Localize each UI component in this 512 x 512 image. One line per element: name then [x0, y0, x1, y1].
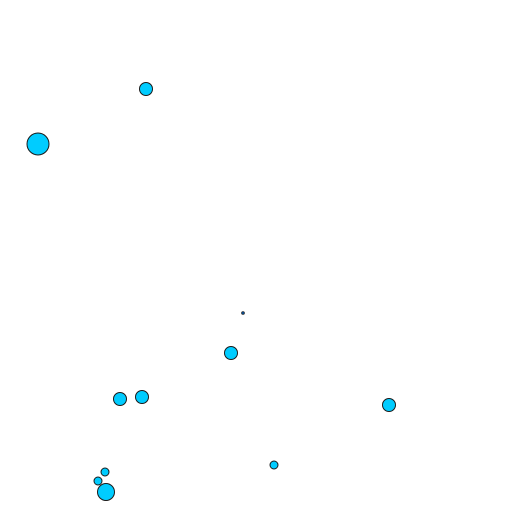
circle-5 [113, 392, 127, 406]
circle-9 [100, 467, 110, 477]
circle-10 [93, 476, 103, 486]
circle-6 [135, 390, 149, 404]
circle-3 [241, 311, 245, 315]
circles-layer [26, 82, 396, 501]
circle-7 [382, 398, 396, 412]
circle-4 [224, 346, 238, 360]
circle-1 [139, 82, 153, 96]
circle-2 [26, 132, 50, 156]
circle-11 [97, 483, 115, 501]
circle-8 [269, 460, 279, 470]
